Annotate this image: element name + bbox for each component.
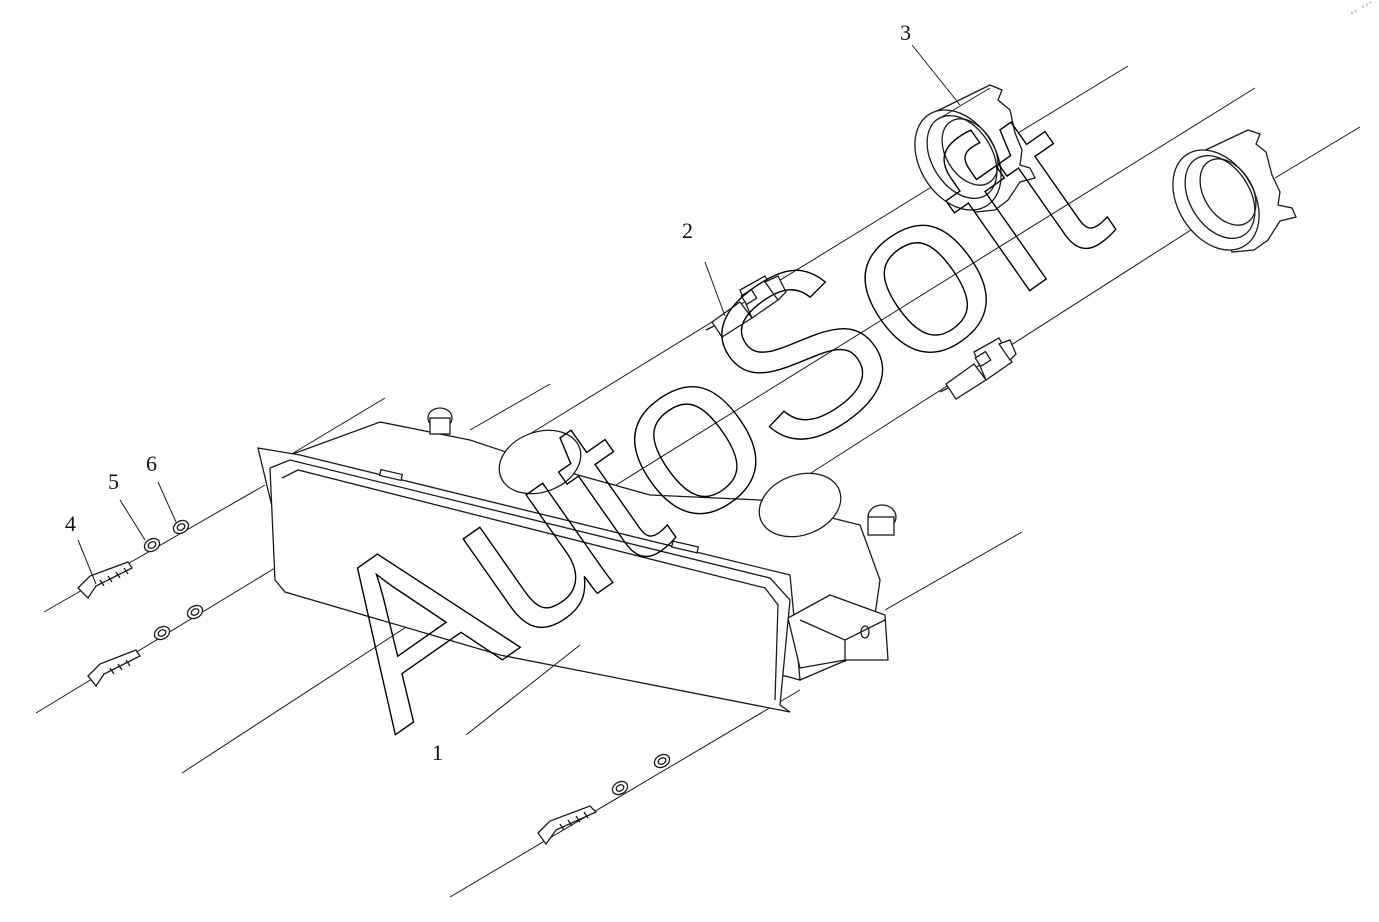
corner-mark: ᵒᵒ ᵒᵒᵒ (1349, 0, 1375, 19)
part-label-1: 1 (432, 740, 443, 765)
callout-leaders (77, 44, 961, 736)
part-label-4: 4 (65, 511, 76, 536)
bulb-part-upper (705, 275, 787, 338)
part-label-6: 6 (146, 451, 157, 476)
fastener-group-upper (77, 519, 190, 600)
housing-part (257, 407, 897, 713)
cap-part-lower (1172, 129, 1297, 253)
part-label-3: 3 (900, 20, 911, 45)
fastener-group-lower (537, 753, 671, 846)
part-label-2: 2 (682, 218, 693, 243)
cap-part-upper (914, 84, 1036, 213)
adjuster-knob-right (867, 504, 897, 536)
fastener-group-middle (87, 604, 204, 688)
mounting-bracket (787, 594, 889, 669)
bulb-part-lower (939, 337, 1017, 400)
part-label-5: 5 (108, 469, 119, 494)
axis-lines (35, 65, 1361, 898)
adjuster-knob-left (427, 407, 453, 435)
